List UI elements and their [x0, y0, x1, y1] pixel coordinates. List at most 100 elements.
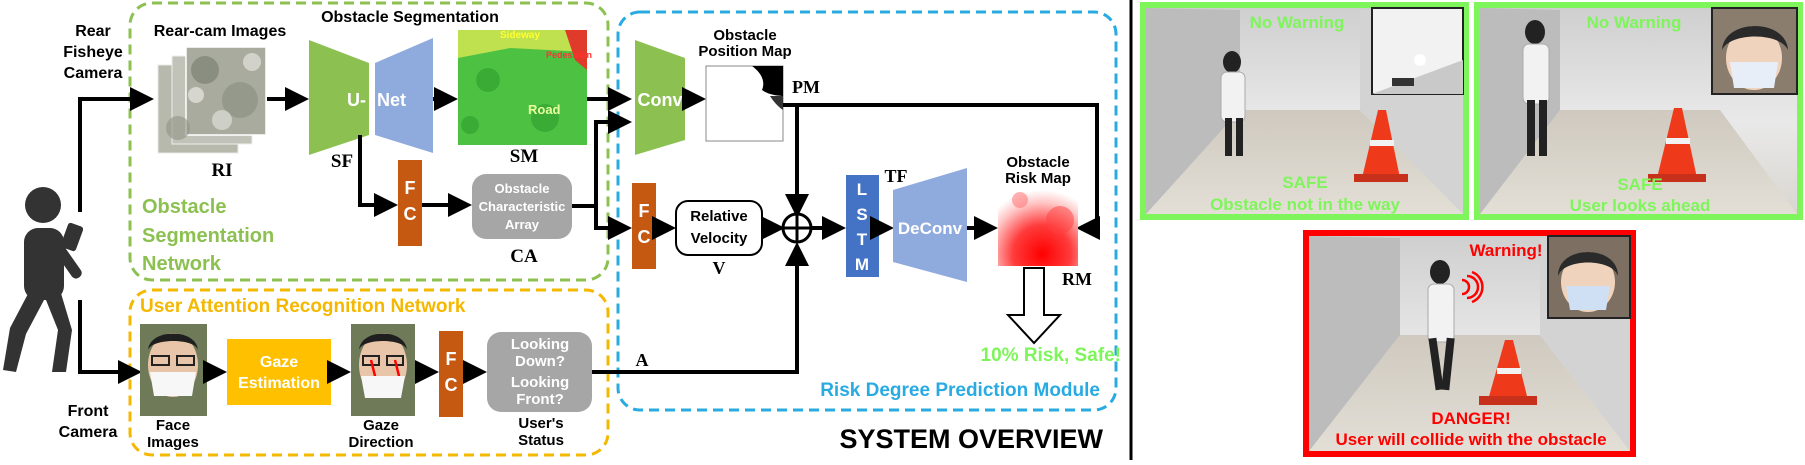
road-label: Road: [528, 102, 561, 117]
ri-symbol: RI: [211, 160, 232, 181]
gaze-direction-image: [351, 324, 415, 416]
scene-1-status: SAFE: [1282, 173, 1327, 192]
gaze-estimation-block: [227, 339, 331, 405]
result-hollow-arrow: [1005, 267, 1063, 345]
ca-to-conv-arrow: [572, 110, 632, 208]
scene-2: [1474, 2, 1803, 220]
scene-3: [1303, 230, 1636, 457]
fc-seg-label-1: C: [404, 204, 417, 224]
orm-label-1: Risk Map: [1005, 170, 1071, 187]
rear-images-label: Rear-cam Images: [154, 23, 287, 40]
ca-to-fc-arrow: [594, 206, 632, 240]
sf-symbol: SF: [331, 151, 353, 172]
fc-block-seg: [398, 160, 422, 246]
status-label-0: Looking: [511, 336, 569, 353]
rv-label-1: Velocity: [691, 230, 748, 247]
obstacle-position-map: [705, 65, 784, 142]
front-camera-arrow: [78, 300, 142, 384]
rv-label-0: Relative: [690, 208, 748, 225]
rear-camera-arrow: [78, 87, 154, 212]
system-overview-title: SYSTEM OVERVIEW: [839, 424, 1103, 454]
status-label-3: Front?: [516, 391, 563, 408]
users-status-label-0: User's: [518, 415, 563, 432]
status-label-1: Down?: [515, 353, 565, 370]
fc-seg-label-0: F: [405, 178, 416, 198]
scene-1-reason: Obstacle not in the way: [1210, 195, 1400, 214]
fc-att-label-0: F: [446, 349, 457, 369]
risk-module-frame: [616, 10, 1118, 412]
pedestrian-label: Pedestrian: [546, 50, 592, 60]
face-images-label-0: Face: [156, 417, 190, 434]
sideway-label: Sideway: [500, 30, 540, 41]
rear-camera-label-2: Camera: [64, 65, 123, 82]
status-to-sum-arrow: [592, 242, 809, 374]
oca-label-2: Array: [505, 217, 540, 232]
scene-1-top-label: No Warning: [1250, 13, 1345, 32]
deconv-label: DeConv: [898, 219, 963, 238]
unet-encoder: [309, 40, 369, 155]
rear-cam-images: [157, 46, 267, 154]
obstacle-char-array-block: [472, 174, 572, 239]
gaze-direction-label-0: Gaze: [363, 417, 399, 434]
fc-block-risk: [632, 183, 656, 269]
user-attention-title: User Attention Recognition Network: [140, 296, 466, 317]
pm-symbol: PM: [792, 77, 820, 97]
deconv-block: [893, 168, 967, 282]
conv-block: [635, 40, 685, 155]
scene-3-reason: User will collide with the obstacle: [1335, 430, 1606, 449]
rear-camera-label-1: Fisheye: [63, 44, 123, 61]
opm-label-1: Position Map: [698, 43, 791, 60]
fc-risk-label-0: F: [639, 201, 650, 221]
fc-risk-label-1: C: [638, 227, 651, 247]
face-image: [140, 324, 207, 416]
oca-label-0: Obstacle: [495, 181, 550, 196]
front-camera-label-0: Front: [68, 403, 110, 420]
scene-3-status: DANGER!: [1431, 409, 1510, 428]
gaze-est-label-1: Estimation: [238, 375, 320, 392]
result-label: 10% Risk, Safe!: [981, 345, 1121, 366]
scene-2-reason: User looks ahead: [1570, 196, 1711, 215]
scene-2-top-label: No Warning: [1587, 13, 1682, 32]
conv-label: Conv: [638, 90, 683, 110]
risk-module-title: Risk Degree Prediction Module: [820, 380, 1100, 401]
unet-label-left: U-: [347, 90, 366, 110]
oca-label-1: Characteristic: [479, 199, 566, 214]
users-status-label-1: Status: [518, 432, 564, 449]
scene-1: [1140, 2, 1469, 220]
pedestrian-icon: [3, 187, 84, 372]
orm-label-0: Obstacle: [1006, 154, 1069, 171]
face-images-label-1: Images: [147, 434, 199, 451]
status-label-2: Looking: [511, 374, 569, 391]
gaze-est-label-0: Gaze: [260, 354, 298, 371]
fc-att-label-1: C: [445, 375, 458, 395]
unet-label-right: Net: [377, 90, 406, 110]
obstacle-seg-network-0: Obstacle: [142, 196, 226, 218]
sum-operator-icon: [781, 212, 813, 244]
obstacle-risk-map: [998, 186, 1078, 266]
obstacle-seg-network-2: Network: [142, 253, 222, 275]
ca-symbol: CA: [510, 246, 538, 267]
sf-to-fc-arrow: [358, 135, 398, 217]
rm-symbol: RM: [1062, 269, 1092, 289]
lstm-label-2: T: [857, 230, 868, 249]
scene-2-status: SAFE: [1617, 175, 1662, 194]
segmentation-map: [458, 30, 587, 145]
rear-camera-label-0: Rear: [75, 23, 111, 40]
obstacle-seg-frame: [128, 1, 610, 282]
fc-block-attention: [439, 331, 463, 417]
lstm-label-0: L: [857, 180, 867, 199]
opm-label-0: Obstacle: [713, 27, 776, 44]
users-status-block: [487, 332, 592, 412]
v-symbol: V: [713, 258, 726, 278]
obstacle-seg-title: Obstacle Segmentation: [321, 9, 499, 26]
a-symbol: A: [636, 350, 649, 370]
sm-symbol: SM: [510, 146, 539, 167]
lstm-label-3: M: [855, 255, 869, 274]
pm-to-rm-arrow: [783, 103, 1100, 240]
lstm-label-1: S: [856, 205, 867, 224]
unet-decoder: [375, 38, 433, 153]
gaze-direction-label-1: Direction: [348, 434, 413, 451]
scene-3-top-label: Warning!: [1469, 241, 1542, 260]
